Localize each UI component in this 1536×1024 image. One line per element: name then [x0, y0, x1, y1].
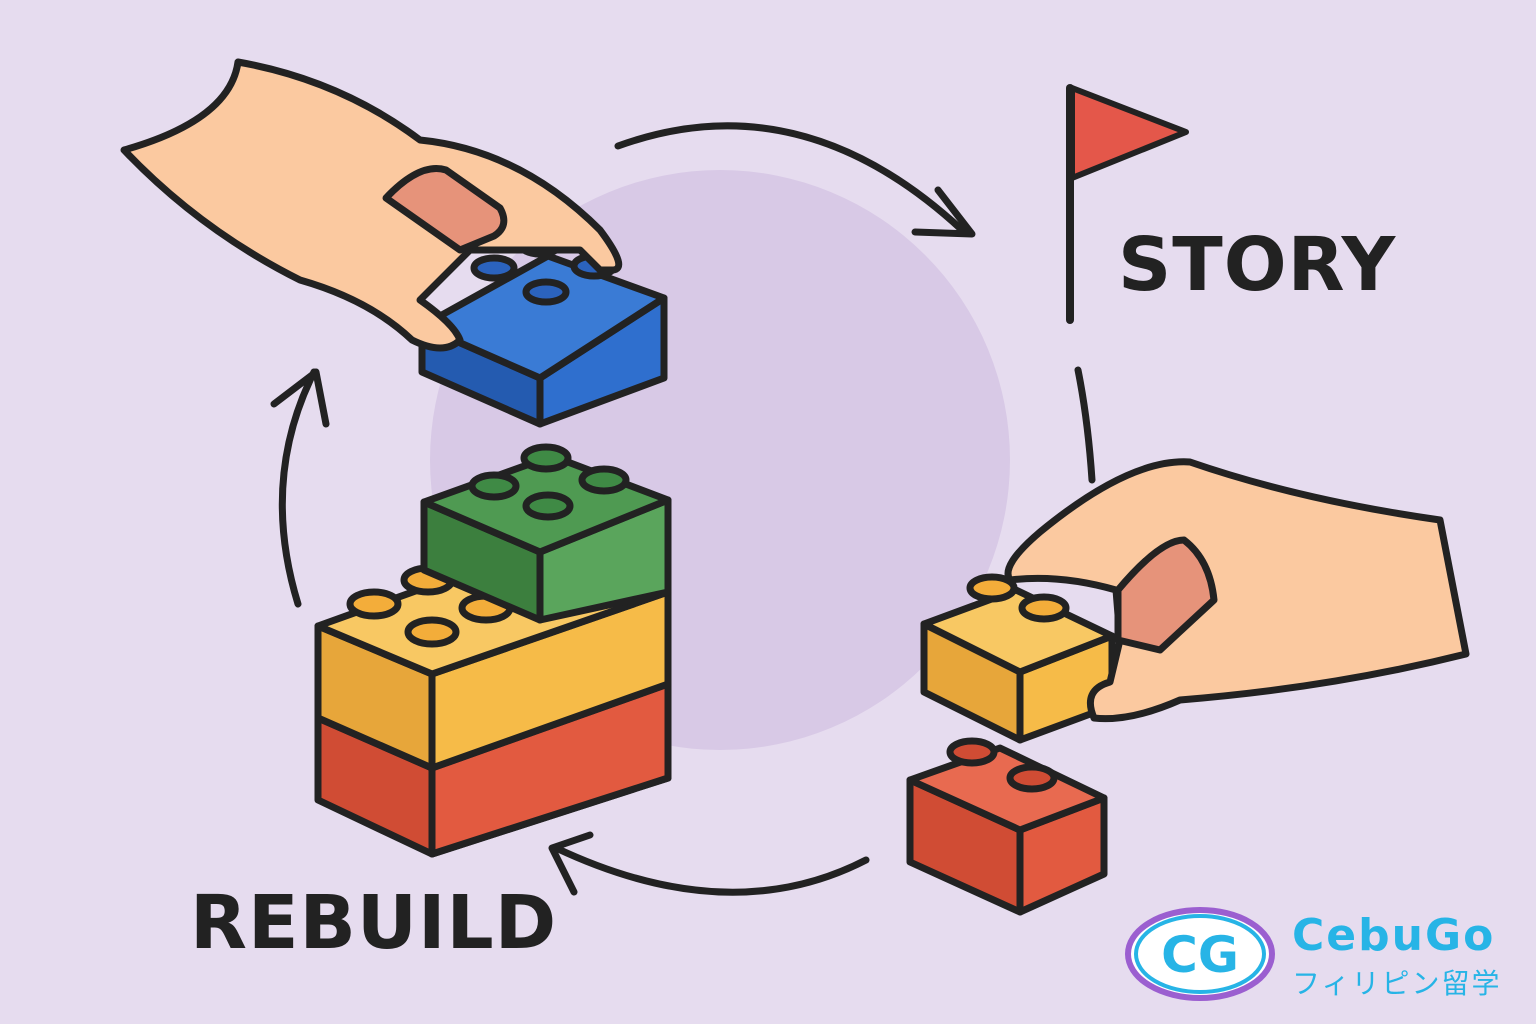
arrow-icon — [552, 844, 870, 896]
rebuild-label: REBUILD — [190, 880, 558, 966]
logo-name: CebuGo — [1292, 910, 1496, 961]
cebugo-logo[interactable]: CG CebuGo フィリピン留学 — [1122, 904, 1522, 1004]
brick-stack — [314, 230, 672, 858]
arrow-icon — [1074, 366, 1096, 484]
hand-icon — [1004, 458, 1470, 723]
cycle-arrows — [270, 122, 1096, 896]
arrow-icon — [278, 368, 318, 608]
story-label: STORY — [1118, 222, 1397, 308]
logo-mark-text: CG — [1161, 926, 1239, 984]
logo-subtitle: フィリピン留学 — [1292, 967, 1502, 1000]
arrow-icon — [270, 368, 330, 428]
arrow-icon — [614, 122, 966, 234]
brick-right — [906, 573, 1116, 916]
flag-icon — [1066, 84, 1189, 324]
arrow-icon — [548, 831, 594, 896]
arrow-icon — [911, 186, 976, 238]
logo-mark-icon: CG — [1125, 907, 1275, 1001]
hand-icon — [120, 58, 623, 352]
